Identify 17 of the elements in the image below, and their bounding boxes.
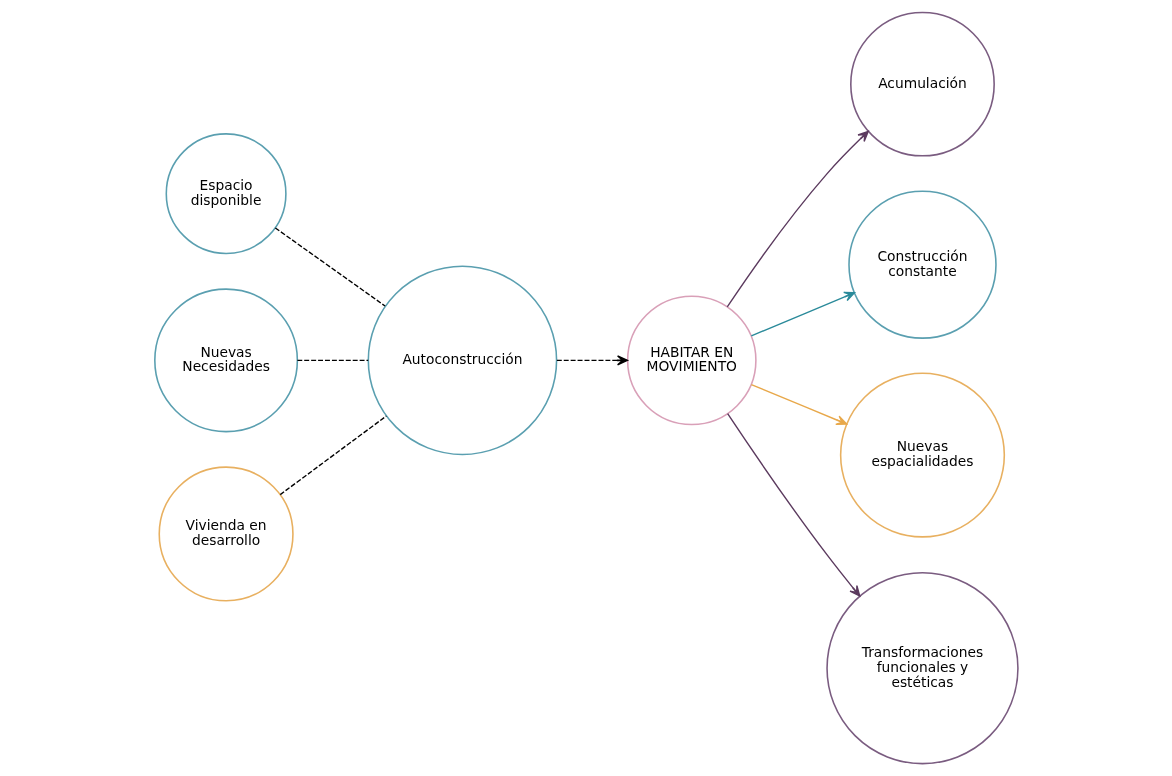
node-circle: Nuevas espacialidades — [839, 372, 1005, 538]
node-circle: Acumulación — [849, 11, 995, 157]
arrow — [726, 412, 860, 597]
node-circle: HABITAR EN MOVIMIENTO — [626, 295, 757, 426]
arrow — [750, 383, 847, 426]
connector — [279, 415, 387, 496]
node-circle: Vivienda en desarrollo — [157, 466, 294, 602]
node-circle: Autoconstrucción — [367, 265, 557, 456]
connector — [296, 359, 369, 362]
arrow — [726, 130, 869, 308]
node-circle: Construcción constante — [847, 190, 997, 339]
node-circle: Nuevas Necesidades — [153, 288, 298, 433]
node-circle: Transformaciones funcionales y estéticas — [825, 571, 1019, 765]
arrow — [555, 355, 628, 366]
arrow — [750, 291, 855, 337]
node-circle: Espacio disponible — [165, 133, 287, 255]
connector — [274, 227, 386, 307]
